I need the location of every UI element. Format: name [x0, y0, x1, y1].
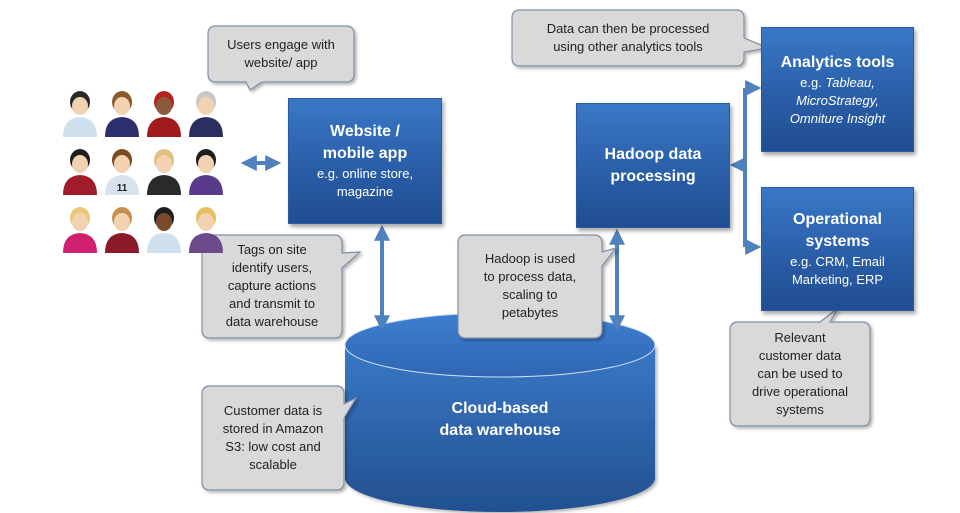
operational-title-line2: systems: [805, 233, 870, 250]
callout-line: scalable: [249, 457, 297, 472]
website-mobile-app-box: Website / mobile app e.g. online store, …: [288, 98, 442, 224]
hadoop-data-processing-box: Hadoop data processing: [576, 103, 730, 228]
callout-line: scaling to: [502, 287, 558, 302]
analytics-sub-line1: Tableau,: [825, 74, 875, 90]
callout-relevant-shape: [729, 307, 871, 427]
callout-line: customer data: [758, 348, 842, 363]
user-avatar-icon: [105, 91, 139, 137]
callout-line: S3: low cost and: [225, 439, 321, 454]
user-avatar-icon: 11: [105, 149, 139, 195]
jersey-number: 11: [117, 183, 128, 194]
user-avatar-icon: [147, 91, 181, 137]
analytics-tools-box: Analytics tools e.g. Tableau, MicroStrat…: [761, 27, 914, 152]
operational-title-line1: Operational: [793, 211, 882, 228]
callout-customer-shape: [201, 385, 358, 491]
callout-users: Users engage with website/ app: [208, 28, 354, 80]
hadoop-title-line1: Hadoop data: [604, 145, 702, 163]
callout-line: drive operational: [751, 384, 849, 399]
operational-systems-box: Operational systems e.g. CRM, Email Mark…: [761, 187, 914, 311]
user-avatar-icon: [63, 149, 97, 195]
callout-analytics: Data can then be processed using other a…: [512, 12, 744, 64]
website-sub-line1: e.g. online store,: [316, 166, 414, 181]
callout-users-shape: [207, 25, 355, 91]
callout-line: capture actions: [227, 278, 317, 293]
callout-line: can be used to: [757, 366, 843, 381]
user-avatar-icon: [189, 207, 223, 253]
user-avatar-icon: [63, 207, 97, 253]
callout-line: to process data,: [483, 269, 577, 284]
user-avatar-icon: [105, 207, 139, 253]
callout-line: Users engage with: [227, 37, 335, 52]
user-avatar-icon: [189, 149, 223, 195]
warehouse-line2: data warehouse: [439, 422, 561, 439]
callout-line: and transmit to: [229, 296, 315, 311]
callout-line: data warehouse: [225, 314, 319, 329]
callout-line: website/ app: [244, 55, 318, 70]
arrow-hadoop-analytics-operational: [729, 80, 762, 255]
callout-line: Tags on site: [237, 242, 307, 257]
callout-line: using other analytics tools: [553, 39, 703, 54]
analytics-sub-line3: Omniture Insight: [789, 110, 886, 126]
callout-line: systems: [776, 402, 824, 417]
callout-line: Customer data is: [223, 403, 323, 418]
callout-line: petabytes: [501, 305, 559, 320]
website-title-line1: Website /: [330, 123, 400, 140]
callout-relevant: Relevant customer data can be used to dr…: [730, 324, 870, 424]
analytics-sub-line2: MicroStrategy,: [796, 92, 879, 108]
analytics-sub-prefix: e.g.: [800, 74, 826, 90]
operational-sub-line2: Marketing, ERP: [791, 272, 884, 287]
warehouse-line1: Cloud-based: [451, 400, 549, 417]
analytics-title: Analytics tools: [780, 53, 895, 71]
user-avatar-icon: [147, 149, 181, 195]
users-grid: 11: [63, 91, 223, 253]
warehouse-label: Cloud-based data warehouse: [400, 398, 600, 442]
website-title-line2: mobile app: [322, 145, 408, 162]
callout-analytics-shape: [511, 9, 771, 67]
user-avatar-icon: [63, 91, 97, 137]
user-avatar-icon: [147, 207, 181, 253]
callout-hadoop-used: Hadoop is used to process data, scaling …: [458, 238, 602, 334]
website-sub-line2: magazine: [336, 184, 394, 199]
callout-hadoop-shape: [457, 234, 618, 339]
callout-line: stored in Amazon: [222, 421, 324, 436]
callout-line: Data can then be processed: [546, 21, 710, 36]
callout-line: Relevant: [774, 330, 826, 345]
hadoop-title-line2: processing: [610, 167, 696, 185]
callout-line: identify users,: [231, 260, 313, 275]
user-avatar-icon: [189, 91, 223, 137]
operational-sub-line1: e.g. CRM, Email: [790, 254, 885, 269]
callout-customer-data: Customer data is stored in Amazon S3: lo…: [202, 388, 344, 488]
callout-line: Hadoop is used: [484, 251, 576, 266]
callout-tags: Tags on site identify users, capture act…: [202, 236, 342, 336]
